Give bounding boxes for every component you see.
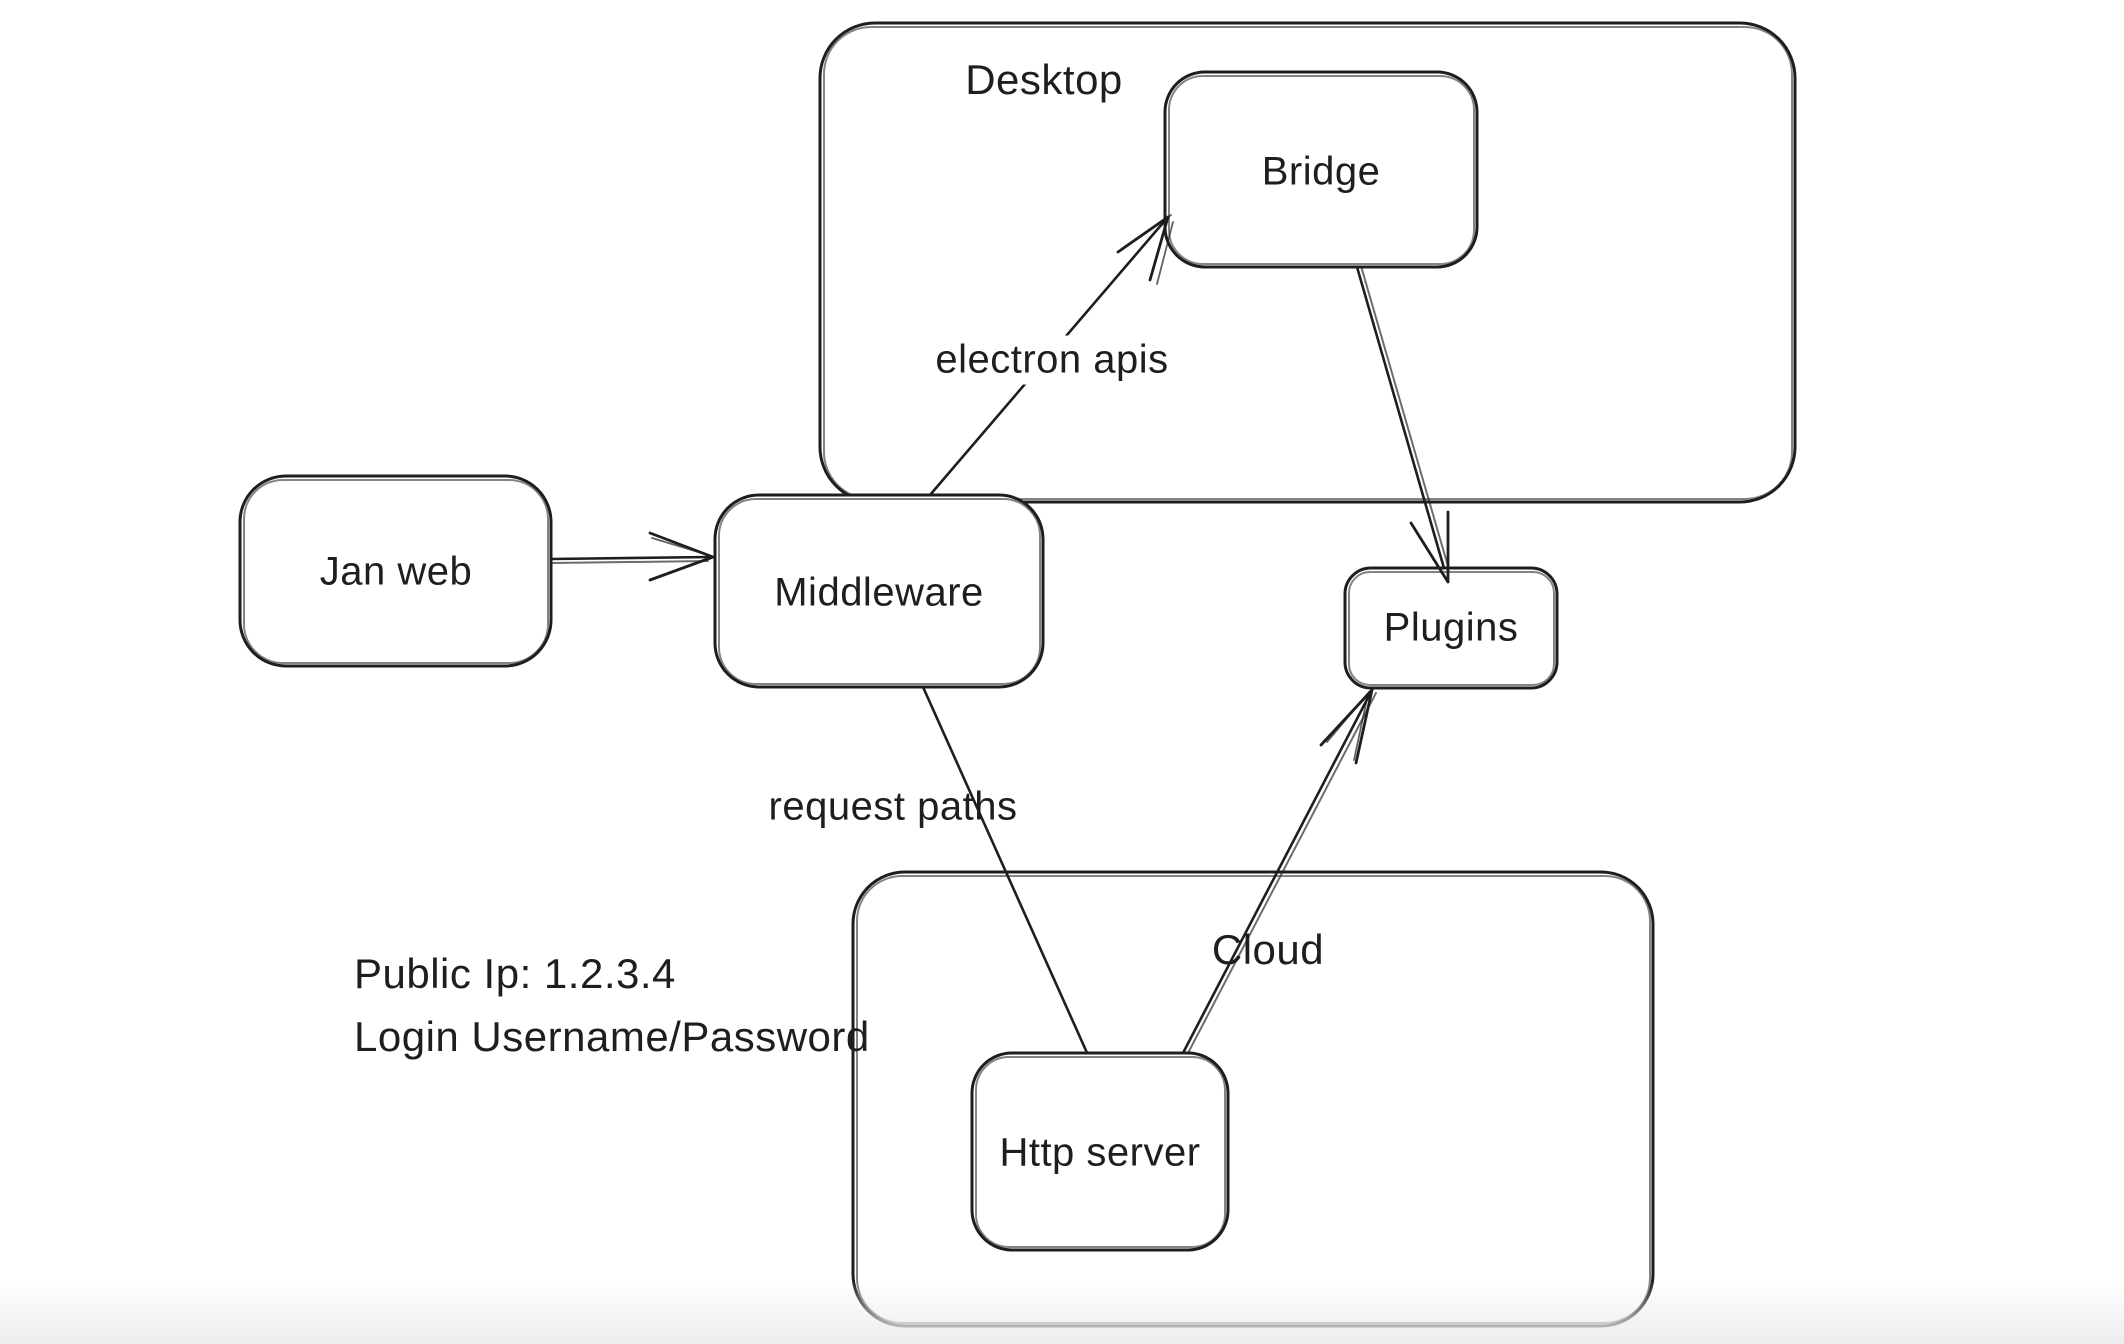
jan-web-box[interactable]: [238, 474, 553, 668]
plugins-label[interactable]: Plugins: [1383, 605, 1519, 650]
http-server-box[interactable]: [970, 1051, 1230, 1252]
arrowhead-into-middleware: [648, 531, 715, 582]
middleware-box[interactable]: [713, 493, 1045, 689]
edge-label-electron-apis[interactable]: electron apis: [923, 335, 1181, 385]
bridge-label[interactable]: Bridge: [1261, 149, 1381, 194]
plugins-box[interactable]: [1343, 566, 1559, 690]
http-server-label[interactable]: Http server: [999, 1130, 1201, 1175]
public-ip-note-line1: Public Ip: 1.2.3.4: [354, 950, 676, 997]
arrowhead-into-plugins-top: [1409, 510, 1450, 584]
edge-label-request-paths[interactable]: request paths: [768, 784, 1018, 829]
edge-bridge-plugins[interactable]: [1355, 265, 1453, 584]
cloud-container-label[interactable]: Cloud: [1211, 926, 1325, 973]
public-ip-note[interactable]: Public Ip: 1.2.3.4 Login Username/Passwo…: [354, 942, 870, 1068]
edge-janweb-middleware[interactable]: [549, 555, 713, 564]
arrowhead-into-bridge: [1116, 214, 1174, 285]
arrowhead-into-plugins-bottom: [1319, 688, 1374, 765]
edge-httpserver-plugins[interactable]: [1181, 688, 1377, 1056]
public-ip-note-line2: Login Username/Password: [354, 1013, 870, 1060]
middleware-label[interactable]: Middleware: [774, 570, 984, 615]
edge-middleware-httpserver[interactable]: [921, 685, 1090, 1057]
bridge-box[interactable]: [1163, 70, 1479, 269]
desktop-container-label[interactable]: Desktop: [965, 56, 1123, 103]
jan-web-label[interactable]: Jan web: [319, 549, 473, 594]
